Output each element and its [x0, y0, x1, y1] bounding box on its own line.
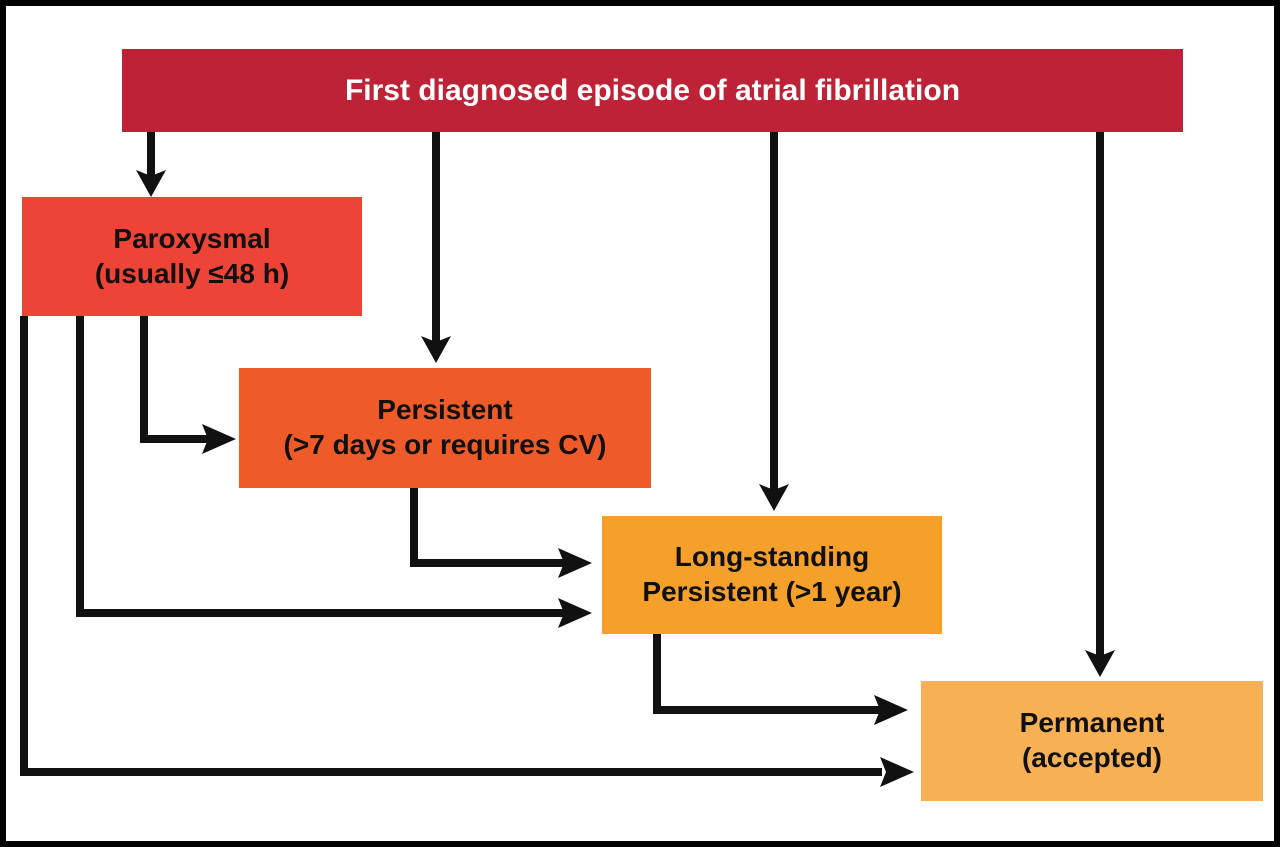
arrow-persistent-to-longstanding-vertical	[410, 488, 418, 567]
node-permanent: Permanent (accepted)	[921, 681, 1263, 801]
node-longstanding-line2: Persistent (>1 year)	[642, 576, 902, 607]
arrowhead-down-icon	[1085, 650, 1115, 677]
arrow-banner-to-paroxysmal-shaft	[147, 132, 155, 178]
node-persistent: Persistent (>7 days or requires CV)	[239, 368, 651, 488]
arrowhead-right-icon	[202, 424, 236, 454]
node-paroxysmal-line1: Paroxysmal	[113, 222, 271, 254]
arrow-paroxysmal-to-permanent-horizontal	[20, 768, 882, 776]
arrowhead-right-icon	[880, 757, 914, 787]
node-paroxysmal-line2: (usually ≤48 h)	[94, 257, 290, 289]
arrow-banner-to-persistent-shaft	[432, 132, 440, 344]
arrowhead-right-icon	[874, 695, 908, 725]
node-permanent-line1: Permanent	[1019, 707, 1165, 739]
arrow-paroxysmal-to-longstanding-horizontal	[76, 609, 566, 617]
node-permanent-line2: (accepted)	[1021, 742, 1163, 773]
arrow-longstanding-to-permanent-vertical	[653, 634, 661, 714]
arrowhead-right-icon	[558, 598, 592, 628]
arrow-longstanding-to-permanent-horizontal	[653, 706, 882, 714]
arrow-paroxysmal-to-permanent-vertical	[20, 316, 28, 776]
arrowhead-down-icon	[136, 170, 166, 197]
arrowhead-down-icon	[759, 484, 789, 511]
node-longstanding-persistent: Long-standing Persistent (>1 year)	[602, 516, 942, 634]
arrowhead-right-icon	[558, 548, 592, 578]
arrow-banner-to-permanent-shaft	[1096, 132, 1104, 658]
node-longstanding-line1: Long-standing	[674, 541, 870, 573]
arrow-persistent-to-longstanding-horizontal	[410, 559, 566, 567]
arrowhead-down-icon	[421, 336, 451, 363]
arrow-paroxysmal-to-persistent-vertical	[140, 316, 148, 443]
arrow-paroxysmal-to-persistent-horizontal	[140, 435, 210, 443]
node-persistent-line1: Persistent	[377, 394, 513, 426]
node-paroxysmal: Paroxysmal (usually ≤48 h)	[22, 197, 362, 316]
arrow-banner-to-longstanding-shaft	[770, 132, 778, 492]
banner-label: First diagnosed episode of atrial fibril…	[344, 73, 961, 107]
node-persistent-line2: (>7 days or requires CV)	[283, 429, 607, 460]
banner-first-diagnosed-episode: First diagnosed episode of atrial fibril…	[122, 49, 1183, 132]
arrow-paroxysmal-to-longstanding-vertical	[76, 316, 84, 617]
